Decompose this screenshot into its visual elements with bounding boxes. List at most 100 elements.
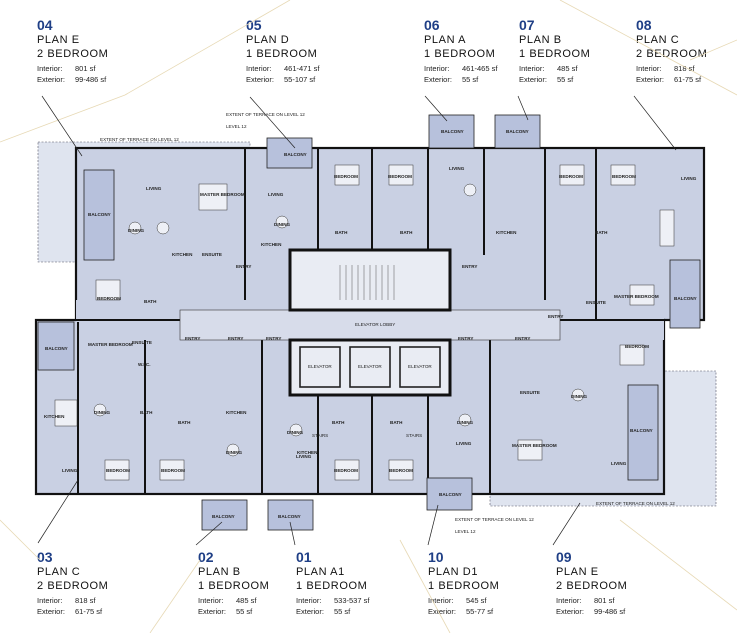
room-label: ENTRY (185, 336, 200, 341)
room-label: BEDROOM (97, 296, 121, 301)
plan-label-07: 07 PLAN B 1 BEDROOM Interior:485 sf Exte… (519, 17, 639, 85)
room-label: LIVING (681, 176, 697, 181)
balcony-08 (669, 259, 701, 329)
interior-label: Interior: (556, 596, 582, 605)
plan-name: PLAN E (556, 566, 599, 578)
plan-number: 07 (519, 17, 535, 33)
room-label: BATH (178, 420, 191, 425)
room-label: KITCHEN (496, 230, 517, 235)
room-label: ENSUITE (202, 252, 222, 257)
plan-number: 02 (198, 549, 214, 565)
plan-label-10: 10 PLAN D1 1 BEDROOM Interior:545 sf Ext… (428, 549, 548, 617)
interior-label: Interior: (296, 596, 322, 605)
plan-bedrooms: 1 BEDROOM (296, 580, 368, 592)
corridor (179, 309, 561, 341)
room-label: BEDROOM (334, 468, 358, 473)
room-label: BATH (400, 230, 413, 235)
exterior-label: Exterior: (37, 607, 65, 616)
plan-name: PLAN C (636, 34, 680, 46)
room-label: DINING (571, 394, 588, 399)
interior-value: 461-471 sf (284, 64, 320, 73)
room-label: DINING (94, 410, 111, 415)
balcony-09 (627, 384, 659, 481)
room-label: ENTRY (266, 336, 281, 341)
interior-value: 818 sf (75, 596, 96, 605)
exterior-value: 55 sf (334, 607, 351, 616)
plan-name: PLAN E (37, 34, 80, 46)
interior-label: Interior: (636, 64, 662, 73)
room-label: BEDROOM (559, 174, 583, 179)
exterior-label: Exterior: (296, 607, 324, 616)
exterior-value: 61-75 sf (75, 607, 103, 616)
exterior-label: Exterior: (556, 607, 584, 616)
plan-label-01: 01 PLAN A1 1 BEDROOM Interior:533-537 sf… (296, 549, 416, 617)
plan-name: PLAN A (424, 34, 467, 46)
interior-label: Interior: (519, 64, 545, 73)
exterior-value: 61-75 sf (674, 75, 702, 84)
exterior-label: Exterior: (519, 75, 547, 84)
interior-label: Interior: (246, 64, 272, 73)
plan-bedrooms: 1 BEDROOM (519, 48, 591, 60)
plan-bedrooms: 1 BEDROOM (428, 580, 500, 592)
room-label: LIVING (268, 192, 284, 197)
balcony-07 (494, 114, 541, 149)
balcony-02 (201, 499, 248, 531)
room-label: MASTER BEDROOM (614, 294, 659, 299)
exterior-label: Exterior: (428, 607, 456, 616)
terrace-note: EXTENT OF TERRACE ON LEVEL 12 (455, 517, 534, 522)
furniture (54, 164, 675, 481)
exterior-value: 55-77 sf (466, 607, 494, 616)
room-label: BALCONY (630, 428, 653, 433)
plan-bedrooms: 2 BEDROOM (37, 48, 109, 60)
plan-name: PLAN B (198, 566, 241, 578)
room-label: ELEVATOR LOBBY (355, 322, 395, 327)
plan-name: PLAN C (37, 566, 81, 578)
room-label: KITCHEN (226, 410, 247, 415)
plan-bedrooms: 1 BEDROOM (246, 48, 318, 60)
room-label: MASTER BEDROOM (88, 342, 133, 347)
balcony-10 (426, 477, 473, 511)
room-label: BATH (595, 230, 608, 235)
room-label: LIVING (146, 186, 162, 191)
interior-label: Interior: (198, 596, 224, 605)
exterior-value: 55-107 sf (284, 75, 316, 84)
room-label: BATH (335, 230, 348, 235)
plan-name: PLAN B (519, 34, 562, 46)
interior-value: 461-465 sf (462, 64, 498, 73)
room-label: KITCHEN (172, 252, 193, 257)
plan-number: 09 (556, 549, 572, 565)
room-label: ELEVATOR (408, 364, 432, 369)
exterior-value: 55 sf (462, 75, 479, 84)
room-label: DINING (226, 450, 243, 455)
interior-label: Interior: (428, 596, 454, 605)
room-label: ELEVATOR (308, 364, 332, 369)
room-label: DINING (287, 430, 304, 435)
balcony-01 (267, 499, 314, 531)
room-label: STAIRS (406, 433, 422, 438)
room-label: BATH (140, 410, 153, 415)
room-label: BEDROOM (334, 174, 358, 179)
room-label: DINING (457, 420, 474, 425)
leader-lines (37, 95, 677, 546)
room-label: BEDROOM (389, 468, 413, 473)
exterior-label: Exterior: (198, 607, 226, 616)
room-label: ENTRY (462, 264, 477, 269)
interior-value: 801 sf (75, 64, 96, 73)
room-label: BALCONY (284, 152, 307, 157)
plan-label-02: 02 PLAN B 1 BEDROOM Interior:485 sf Exte… (198, 549, 318, 617)
interior-label: Interior: (424, 64, 450, 73)
room-label: BALCONY (45, 346, 68, 351)
room-label: ENTRY (228, 336, 243, 341)
plan-name: PLAN A1 (296, 566, 345, 578)
room-label: KITCHEN (297, 450, 318, 455)
exterior-label: Exterior: (636, 75, 664, 84)
terrace-note: EXTENT OF TERRACE ON LEVEL 12 (596, 501, 675, 506)
room-label: ENSUITE (586, 300, 606, 305)
room-label: MASTER BEDROOM (200, 192, 245, 197)
room-label: BEDROOM (161, 468, 185, 473)
plan-label-05: 05 PLAN D 1 BEDROOM Interior:461-471 sf … (246, 17, 366, 85)
interior-value: 818 sf (674, 64, 695, 73)
plan-label-03: 03 PLAN C 2 BEDROOM Interior:818 sf Exte… (37, 549, 157, 617)
balcony-06 (428, 114, 475, 149)
